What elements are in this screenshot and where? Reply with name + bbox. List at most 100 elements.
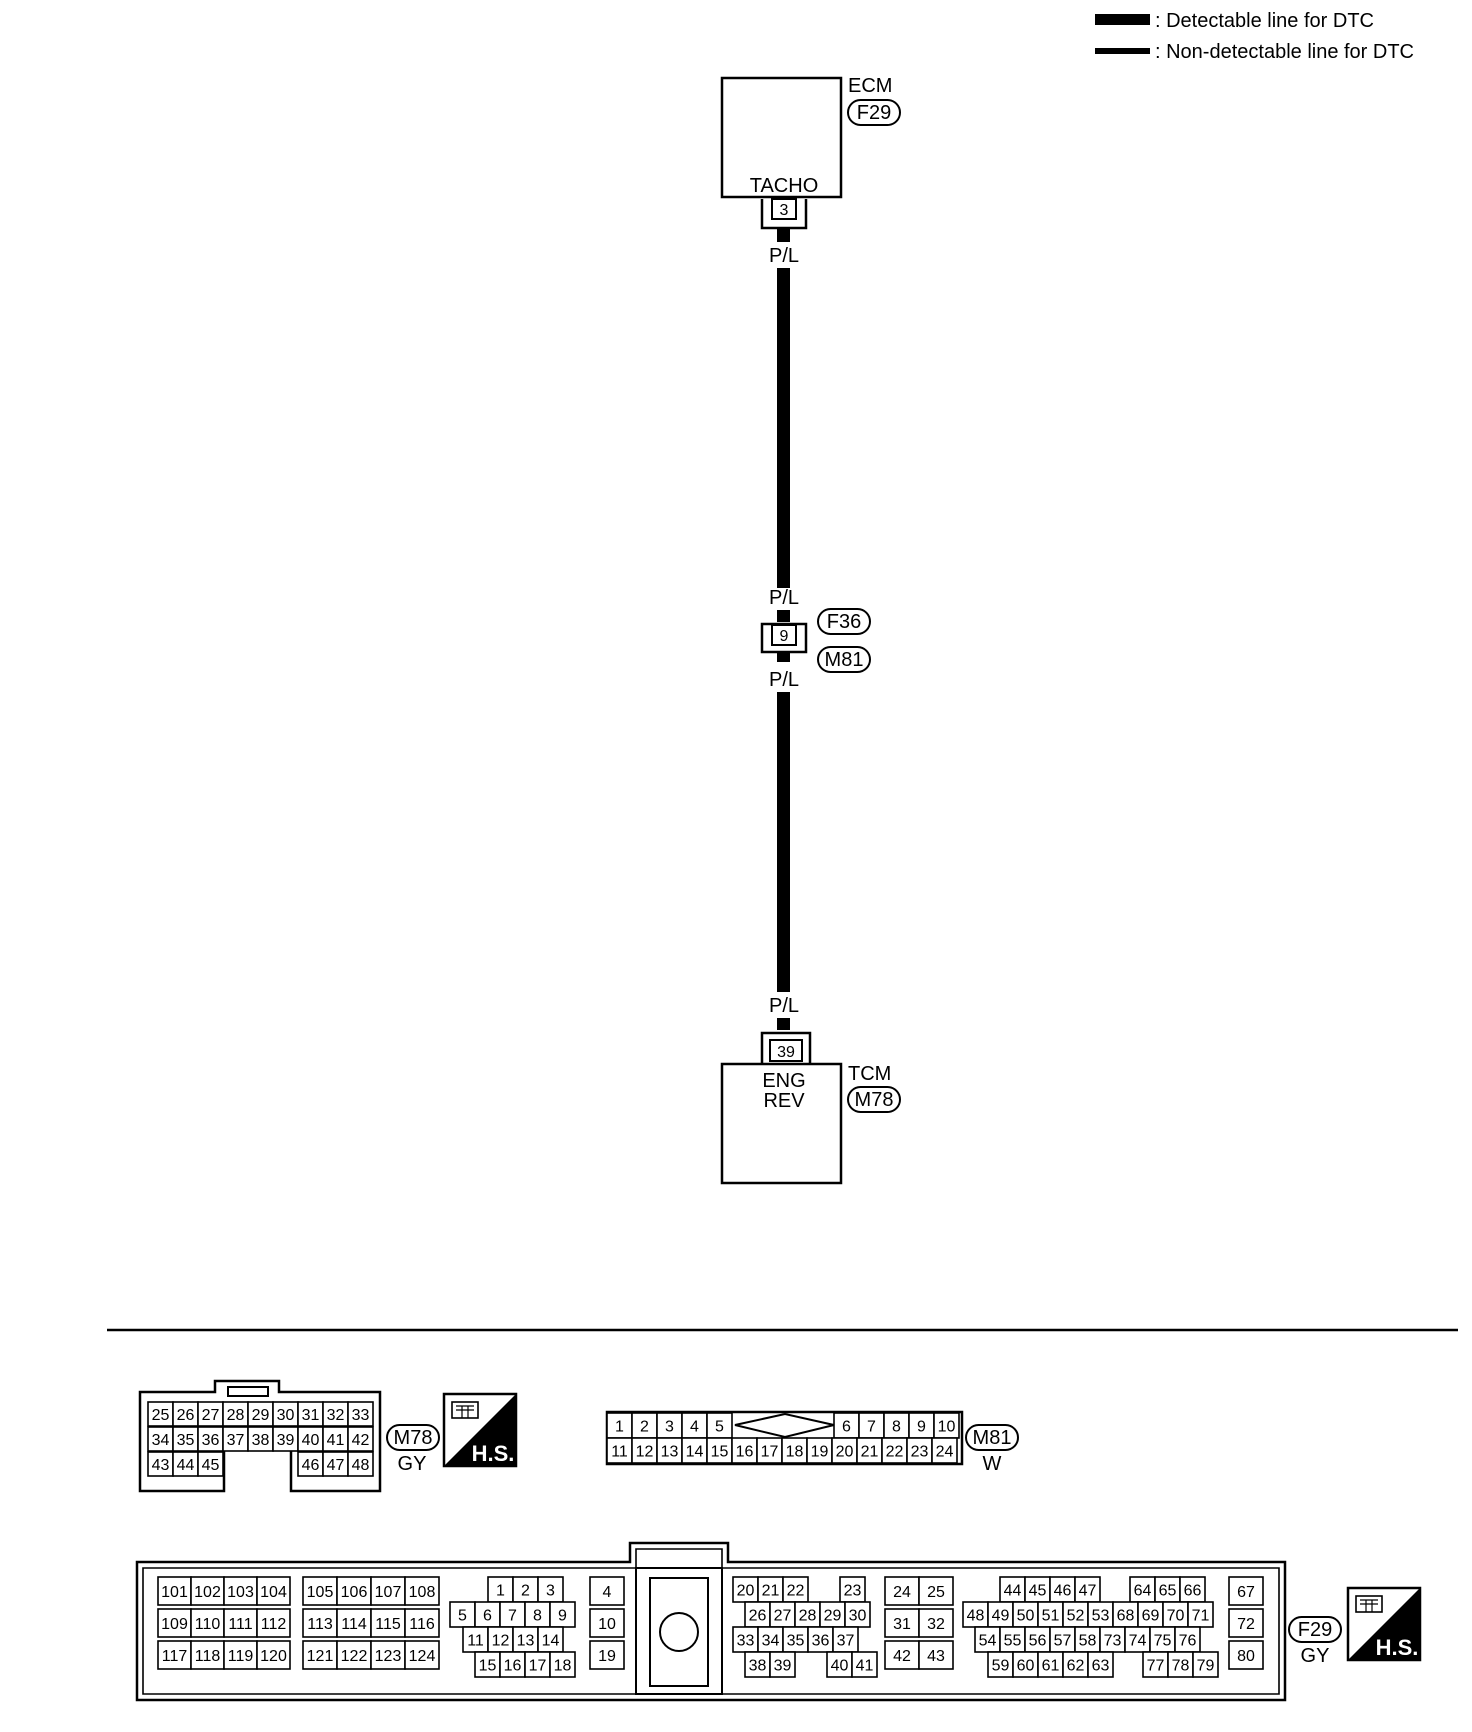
pin-number: 34: [152, 1432, 170, 1449]
pin-number: 107: [375, 1584, 402, 1601]
pin-number: 112: [261, 1616, 287, 1633]
pin-number: 80: [1237, 1648, 1255, 1665]
pin-number: 52: [1067, 1608, 1085, 1625]
m78-connector-badge: [386, 1424, 440, 1451]
pin-number: 60: [1017, 1658, 1035, 1675]
pin-cell: [247, 1426, 274, 1452]
pin-number: 105: [307, 1584, 334, 1601]
pin-cell: [297, 1401, 324, 1427]
pin-number: 32: [927, 1616, 945, 1633]
pin-number: 45: [1029, 1583, 1047, 1600]
pin-number: 17: [761, 1444, 779, 1461]
ecm-connector-badge: [847, 99, 901, 126]
pin-cell: [1228, 1608, 1264, 1638]
f29-connector-id: F29: [1298, 1619, 1332, 1641]
pin-cell: [1228, 1576, 1264, 1606]
pin-number: 4: [603, 1584, 612, 1601]
pin-cell: [906, 1437, 933, 1464]
tcm-pin-bracket: [760, 1031, 812, 1064]
f29-connector-badge: [1288, 1616, 1342, 1643]
pin-number: 119: [228, 1648, 254, 1665]
pin-cell: [462, 1626, 489, 1653]
pin-number: 54: [979, 1633, 997, 1650]
pin-number: 111: [228, 1616, 252, 1633]
pin-cell: [302, 1576, 338, 1606]
pin-number: 120: [260, 1648, 287, 1665]
tcm-connector-badge: [847, 1086, 901, 1113]
pin-cell: [336, 1640, 372, 1670]
pin-cell: [844, 1601, 871, 1628]
pin-number: 23: [911, 1444, 929, 1461]
pin-number: 77: [1147, 1658, 1165, 1675]
pin-cell: [172, 1451, 199, 1477]
pin-number: 22: [886, 1444, 904, 1461]
pin-number: 38: [749, 1658, 767, 1675]
pin-number: 79: [1197, 1658, 1215, 1675]
pin-number: 28: [227, 1407, 245, 1424]
pin-number: 15: [711, 1444, 729, 1461]
tcm-terminal-label-1: ENG: [762, 1070, 805, 1092]
pin-cell: [606, 1412, 633, 1439]
pin-cell: [732, 1576, 759, 1603]
pin-cell: [1228, 1640, 1264, 1670]
pin-number: 113: [307, 1616, 333, 1633]
pin-number: 2: [640, 1419, 649, 1436]
pin-number: 23: [844, 1583, 862, 1600]
pin-number: 43: [927, 1648, 945, 1665]
pin-cell: [744, 1651, 771, 1678]
pin-cell: [322, 1451, 349, 1477]
joint-connector-badge-top: [817, 608, 871, 635]
pin-number: 20: [737, 1583, 755, 1600]
pin-cell: [757, 1626, 784, 1653]
pin-cell: [589, 1640, 625, 1670]
pin-number: 109: [161, 1616, 188, 1633]
pin-number: 19: [811, 1444, 829, 1461]
pin-number: 110: [195, 1616, 221, 1633]
joint-connector: 9 F36 M81: [760, 608, 871, 673]
pin-cell: [656, 1437, 683, 1464]
pin-number: 61: [1042, 1658, 1060, 1675]
pin-cell: [223, 1608, 258, 1638]
pin-number: 27: [774, 1608, 792, 1625]
pin-number: 71: [1192, 1608, 1210, 1625]
pin-cell: [524, 1601, 551, 1628]
pin-cell: [370, 1576, 406, 1606]
ecm-component: ECM F29 TACHO 3: [720, 75, 901, 230]
pin-number: 31: [893, 1616, 911, 1633]
pin-number: 68: [1117, 1608, 1135, 1625]
pin-number: 75: [1154, 1633, 1172, 1650]
pin-cell: [918, 1576, 954, 1606]
pin-number: 35: [177, 1432, 195, 1449]
pin-number: 43: [152, 1457, 170, 1474]
pin-number: 116: [409, 1616, 435, 1633]
pin-number: 24: [936, 1444, 954, 1461]
tcm-box: [720, 1062, 843, 1185]
pin-cell: [512, 1576, 539, 1603]
pin-number: 26: [177, 1407, 195, 1424]
pin-cell: [589, 1576, 625, 1606]
pin-number: 12: [636, 1444, 654, 1461]
pin-number: 3: [665, 1419, 674, 1436]
pin-cell: [833, 1412, 860, 1439]
pin-number: 104: [260, 1584, 287, 1601]
pin-number: 37: [837, 1633, 855, 1650]
pin-number: 21: [861, 1444, 879, 1461]
legend-detectable-swatch: [1095, 14, 1150, 25]
pin-number: 63: [1092, 1658, 1110, 1675]
pin-number: 7: [508, 1608, 517, 1625]
ecm-connector-id: F29: [857, 102, 891, 124]
pin-cell: [1074, 1576, 1101, 1603]
pin-cell: [931, 1437, 958, 1464]
pin-cell: [826, 1651, 853, 1678]
pin-number: 27: [202, 1407, 220, 1424]
pin-number: 42: [352, 1432, 370, 1449]
pin-number: 53: [1092, 1608, 1110, 1625]
pin-number: 35: [787, 1633, 805, 1650]
pin-number: 121: [307, 1648, 334, 1665]
pin-number: 29: [252, 1407, 270, 1424]
pin-number: 19: [598, 1648, 616, 1665]
pin-cell: [769, 1601, 796, 1628]
pin-number: 101: [161, 1584, 188, 1601]
pin-cell: [1187, 1601, 1214, 1628]
pin-number: 42: [893, 1648, 911, 1665]
